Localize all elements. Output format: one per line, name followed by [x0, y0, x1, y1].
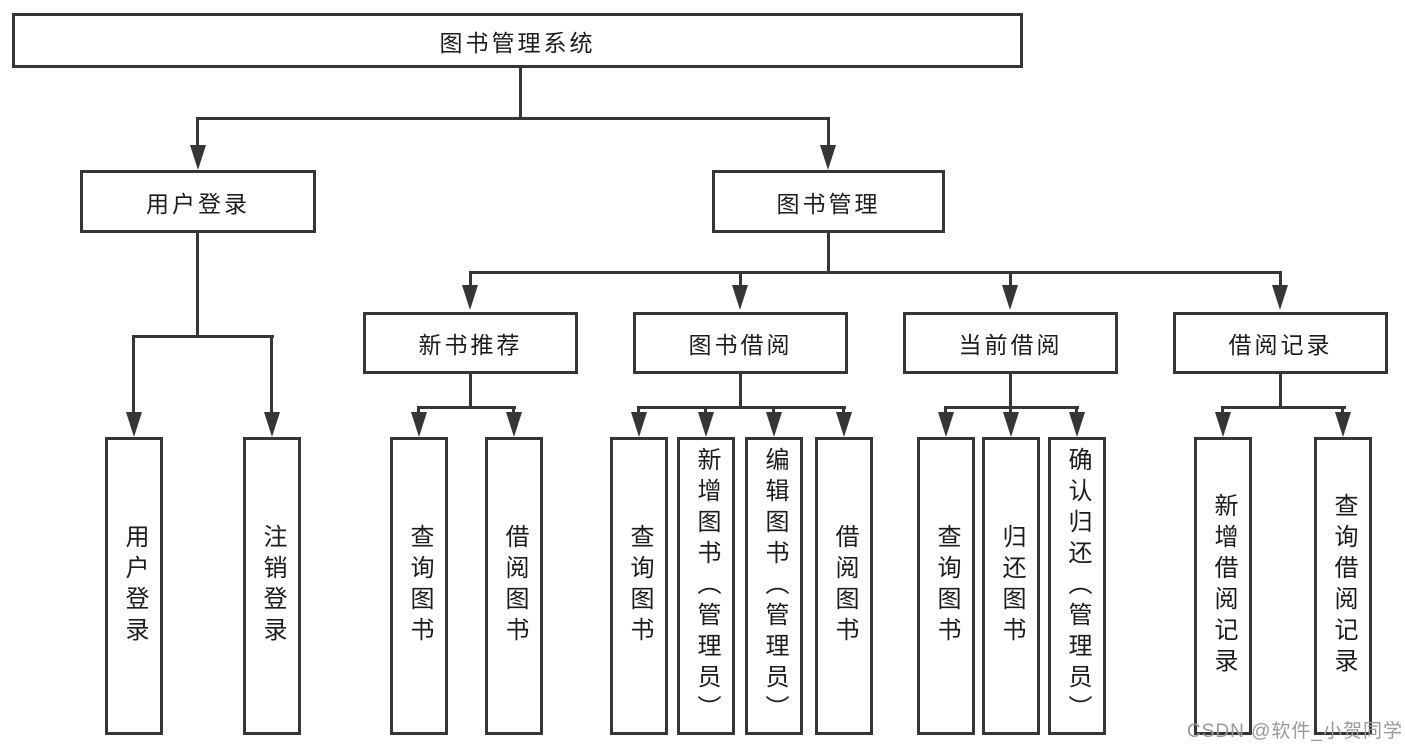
leaf-edit-book-admin: 编辑图书（管理员） — [745, 437, 803, 735]
connector-stem — [704, 406, 707, 416]
leaf-query-books-current: 查询图书 — [917, 437, 975, 735]
arrowhead-down-icon — [1002, 285, 1018, 310]
connector-current-borrow-vline — [1009, 372, 1012, 408]
leaf-confirm-return-admin: 确认归还（管理员） — [1048, 437, 1106, 735]
arrowhead-down-icon — [126, 412, 142, 437]
connector-stem-book-management — [827, 117, 830, 147]
arrowhead-down-icon — [766, 412, 782, 437]
arrowhead-down-icon — [462, 285, 478, 310]
connector-book-borrow-branch — [637, 406, 846, 409]
leaf-query-borrow-record: 查询借阅记录 — [1314, 437, 1372, 735]
connector-stem — [637, 406, 640, 416]
leaf-add-book-admin: 新增图书（管理员） — [677, 437, 735, 735]
connector-stem — [1075, 406, 1078, 416]
connector-stem-borrow-records — [1279, 271, 1282, 289]
arrowhead-down-icon — [938, 412, 954, 437]
arrowhead-down-icon — [1335, 412, 1351, 437]
connector-stem — [1341, 406, 1344, 416]
leaf-query-books-recommend: 查询图书 — [390, 437, 448, 735]
arrowhead-down-icon — [1003, 412, 1019, 437]
node-book-management: 图书管理 — [712, 170, 945, 233]
connector-stem — [417, 406, 420, 416]
arrowhead-down-icon — [820, 145, 836, 170]
leaf-logout-login: 注销登录 — [243, 437, 301, 735]
arrowhead-down-icon — [698, 412, 714, 437]
leaf-query-books-borrow: 查询图书 — [610, 437, 668, 735]
node-library-management-system: 图书管理系统 — [12, 13, 1023, 68]
leaf-user-login: 用户登录 — [105, 437, 163, 735]
leaf-add-borrow-record: 新增借阅记录 — [1194, 437, 1252, 735]
connector-book-management-vline — [827, 231, 830, 273]
connector-borrow-records-vline — [1279, 372, 1282, 408]
connector-stem — [772, 406, 775, 416]
connector-stem-leaf-user-login — [132, 335, 135, 415]
connector-stem — [1221, 406, 1224, 416]
arrowhead-down-icon — [631, 412, 647, 437]
connector-book-management-branch — [469, 271, 1282, 274]
connector-stem — [944, 406, 947, 416]
node-borrow-records: 借阅记录 — [1173, 312, 1388, 374]
arrowhead-down-icon — [1069, 412, 1085, 437]
csdn-watermark: CSDN @软件_小贺同学 — [1187, 721, 1403, 742]
connector-stem-new-book — [469, 271, 472, 289]
arrowhead-down-icon — [836, 412, 852, 437]
arrowhead-down-icon — [732, 285, 748, 310]
leaf-borrow-books: 借阅图书 — [815, 437, 873, 735]
connector-new-book-branch — [417, 406, 516, 409]
node-book-borrow: 图书借阅 — [633, 312, 848, 374]
arrowhead-down-icon — [506, 412, 522, 437]
arrowhead-down-icon — [1272, 285, 1288, 310]
connector-user-login-vline — [196, 231, 199, 337]
connector-stem-leaf-logout — [270, 335, 273, 415]
leaf-return-book: 归还图书 — [982, 437, 1040, 735]
arrowhead-down-icon — [264, 412, 280, 437]
connector-stem — [512, 406, 515, 416]
node-new-book-recommend: 新书推荐 — [363, 312, 578, 374]
connector-stem-current-borrow — [1009, 271, 1012, 289]
leaf-borrow-books-recommend: 借阅图书 — [485, 437, 543, 735]
connector-borrow-records-branch — [1221, 406, 1346, 409]
node-current-borrow: 当前借阅 — [903, 312, 1118, 374]
connector-root-vline — [519, 65, 522, 119]
arrowhead-down-icon — [411, 412, 427, 437]
connector-book-borrow-vline — [739, 372, 742, 408]
arrowhead-down-icon — [190, 145, 206, 170]
connector-stem-book-borrow — [739, 271, 742, 289]
connector-user-login-branch — [132, 335, 274, 338]
arrowhead-down-icon — [1215, 412, 1231, 437]
connector-stem-user-login — [196, 117, 199, 147]
connector-root-branch — [196, 117, 830, 120]
connector-new-book-vline — [469, 372, 472, 408]
node-user-login: 用户登录 — [80, 170, 316, 233]
connector-stem — [1009, 406, 1012, 416]
connector-stem — [842, 406, 845, 416]
